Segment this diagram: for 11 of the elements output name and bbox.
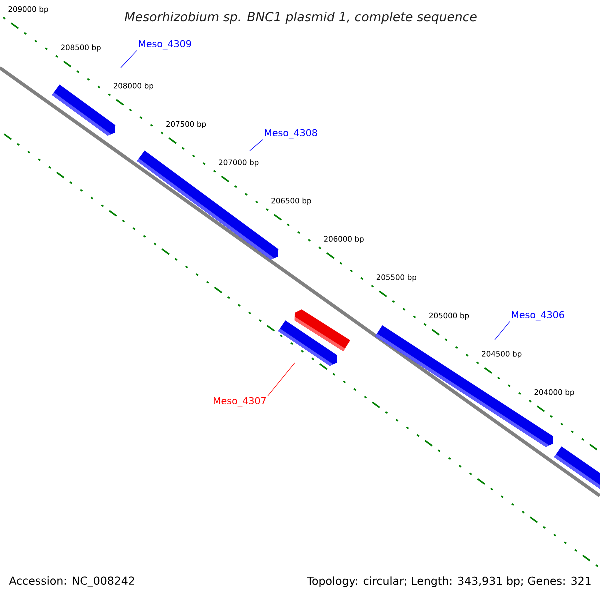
- leader-line: [120, 50, 138, 68]
- title: Mesorhizobium sp. BNC1 plasmid 1, complete sequence: [124, 12, 477, 24]
- leader-line: [494, 322, 510, 340]
- accession-note: Accession: NC_008242: [9, 576, 134, 588]
- gene-label: Meso_4309: [139, 40, 192, 50]
- leader-line: [268, 362, 296, 396]
- gene-label: Meso_4308: [265, 129, 318, 139]
- summary-note: Topology: circular; Length: 343,931 bp; Genes: 321: [307, 576, 591, 588]
- gene-label: Meso_4306: [512, 311, 564, 321]
- gene-label: Meso_4307: [214, 397, 266, 407]
- leader-line: [250, 140, 264, 152]
